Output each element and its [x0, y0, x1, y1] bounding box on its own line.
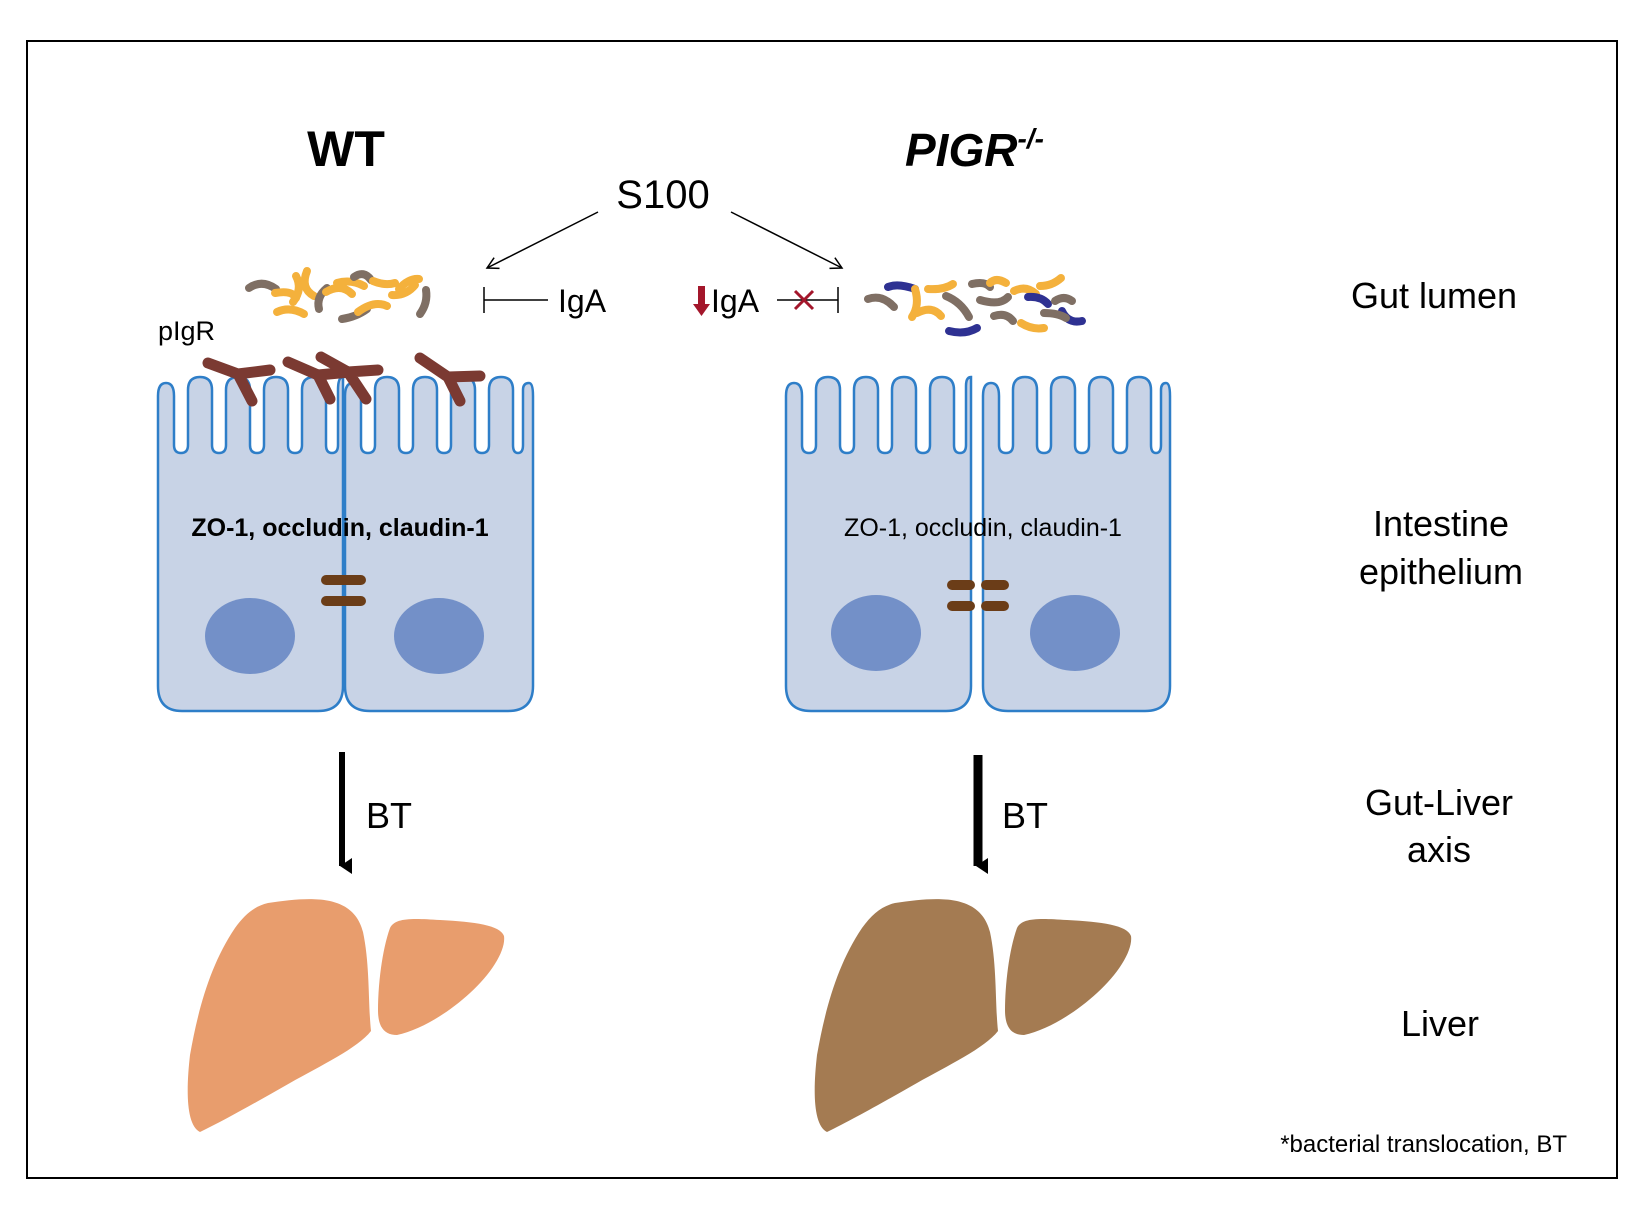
pigr-title-main: PIGR — [905, 124, 1017, 176]
nucleus-icon — [205, 598, 295, 674]
row-label-epithelium-line2: epithelium — [1359, 551, 1523, 592]
nucleus-icon — [1030, 595, 1120, 671]
s100-arrow-to-wt — [485, 211, 599, 270]
s100-arrow-to-pigr — [730, 211, 844, 270]
down-arrow-icon — [693, 286, 710, 316]
pigr-bt-label: BT — [1002, 795, 1048, 836]
wt-cell-right — [343, 375, 535, 713]
row-label-axis-line2: axis — [1407, 829, 1471, 870]
pigr-tight-junction-text: ZO-1, occludin, claudin-1 — [844, 514, 1122, 542]
liver-icon — [814, 899, 1132, 1132]
pigr-iga-label: IgA — [711, 283, 760, 319]
nucleus-icon — [394, 598, 484, 674]
antibody-receptor-icon — [202, 351, 486, 407]
footnote: *bacterial translocation, BT — [1280, 1131, 1567, 1158]
nucleus-icon — [831, 595, 921, 671]
row-label-axis-line1: Gut-Liver — [1365, 782, 1513, 823]
tight-junction-icon — [947, 580, 1009, 611]
wt-tight-junction-text: ZO-1, occludin, claudin-1 — [191, 514, 488, 542]
pigr-title-superscript: -/- — [1017, 123, 1043, 154]
wt-epithelium — [156, 375, 535, 713]
s100-label: S100 — [616, 173, 709, 217]
wt-cell-left — [156, 375, 345, 713]
pigr-bacteria-cluster — [864, 274, 1086, 337]
row-label-epithelium-line1: Intestine — [1373, 503, 1509, 544]
pigr-receptor-label: pIgR — [158, 316, 215, 346]
row-label-liver: Liver — [1401, 1003, 1479, 1044]
wt-bacteria-cluster — [245, 267, 431, 323]
wt-title: WT — [307, 121, 385, 177]
block-x-icon — [793, 289, 815, 311]
wt-bt-label: BT — [366, 795, 412, 836]
wt-iga-label: IgA — [558, 283, 607, 319]
tight-junction-icon — [321, 575, 366, 606]
liver-icon — [187, 899, 505, 1132]
pigr-title: PIGR-/- — [905, 123, 1044, 176]
row-label-gut-lumen: Gut lumen — [1351, 275, 1517, 316]
pigr-epithelium — [784, 375, 1172, 713]
pigr-cell-right — [981, 375, 1172, 713]
